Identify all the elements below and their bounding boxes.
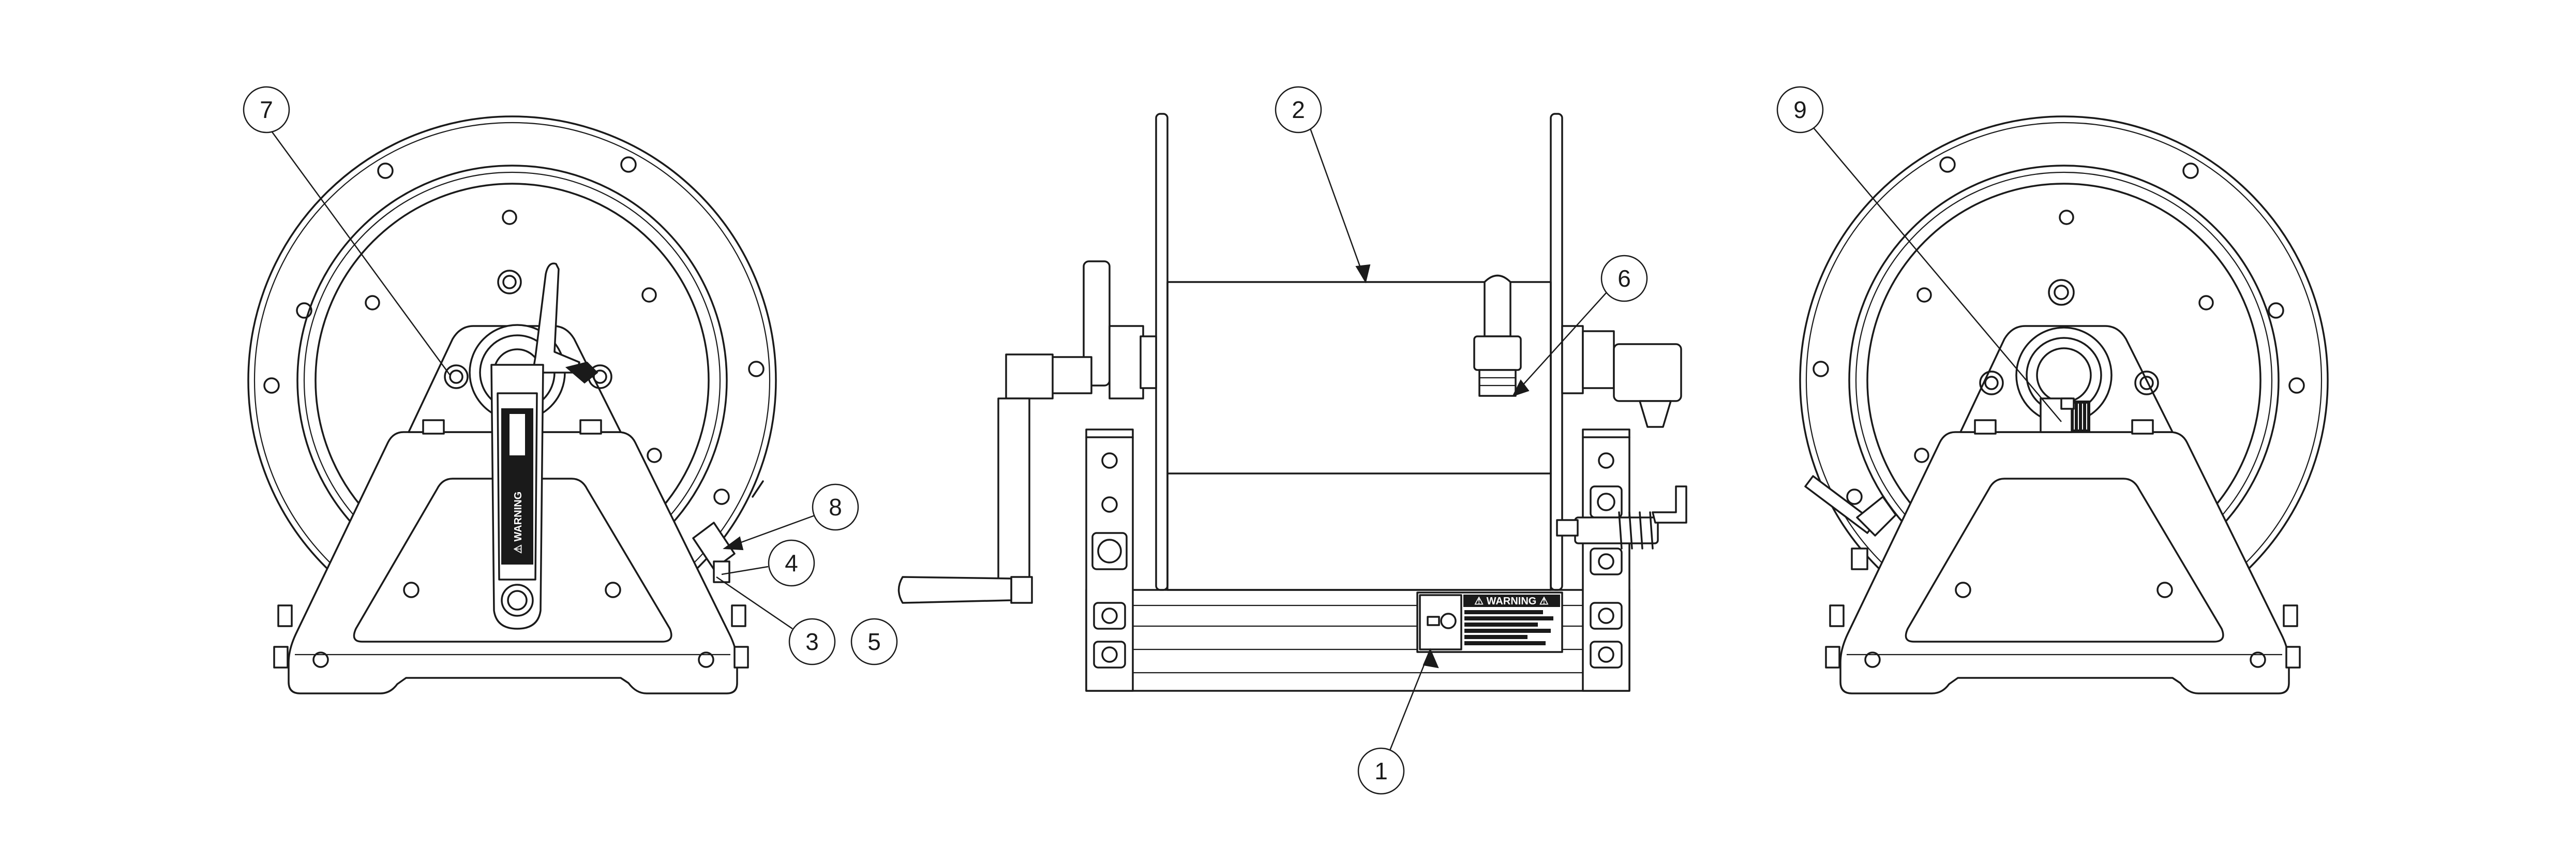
callout-5-label: 5 (867, 628, 881, 655)
left-swivel (692, 522, 736, 570)
leader-1 (1388, 649, 1431, 753)
leader-lines (265, 124, 2062, 753)
leader-3 (716, 576, 793, 630)
leader-7 (265, 124, 451, 376)
riser-pipe (1484, 274, 1511, 337)
callout-3-label: 3 (805, 628, 819, 655)
callout-2-label: 2 (1292, 96, 1305, 123)
callout-9: 9 (1776, 86, 1824, 134)
left-outer-holes (263, 156, 765, 505)
hose-fitting-6 (1473, 335, 1522, 371)
brake-assembly (1574, 516, 1659, 544)
callout-6-label: 6 (1618, 265, 1631, 292)
callouts: 7 2 9 6 8 4 3 5 (243, 86, 1824, 795)
crank-handle (897, 576, 1012, 604)
callout-2: 2 (1275, 86, 1322, 134)
callout-9-label: 9 (1793, 96, 1807, 123)
callout-6: 6 (1600, 255, 1648, 302)
warning-label-text-lines (1464, 610, 1553, 645)
callout-3: 3 (788, 618, 836, 665)
leader-2 (1308, 124, 1367, 283)
leader-9 (1810, 124, 2062, 422)
callout-7-label: 7 (260, 96, 273, 123)
warning-label-header: ⚠ WARNING ⚠ (1474, 596, 1549, 607)
left-flange (1155, 113, 1169, 591)
right-view (1799, 115, 2329, 694)
right-outer-holes (1813, 156, 2305, 505)
handle-warning-label: ⚠ WARNING (513, 492, 524, 554)
left-view: ⚠ WARNING (247, 115, 777, 694)
callout-7: 7 (243, 86, 290, 134)
callout-8-label: 8 (829, 494, 842, 521)
callout-5: 5 (850, 618, 898, 665)
crank-gear-housing (1083, 260, 1111, 387)
callout-1: 1 (1357, 747, 1405, 795)
leader-6 (1512, 287, 1612, 396)
inlet-swivel (1613, 343, 1682, 402)
leader-4 (721, 566, 769, 575)
callout-4-label: 4 (785, 550, 798, 576)
crank-hub (1005, 353, 1054, 399)
callout-4: 4 (768, 539, 815, 587)
crank-arm (997, 397, 1030, 591)
callout-1-label: 1 (1374, 758, 1388, 784)
center-view: ⚠ WARNING ⚠ (897, 113, 1687, 692)
callout-8: 8 (812, 483, 859, 531)
